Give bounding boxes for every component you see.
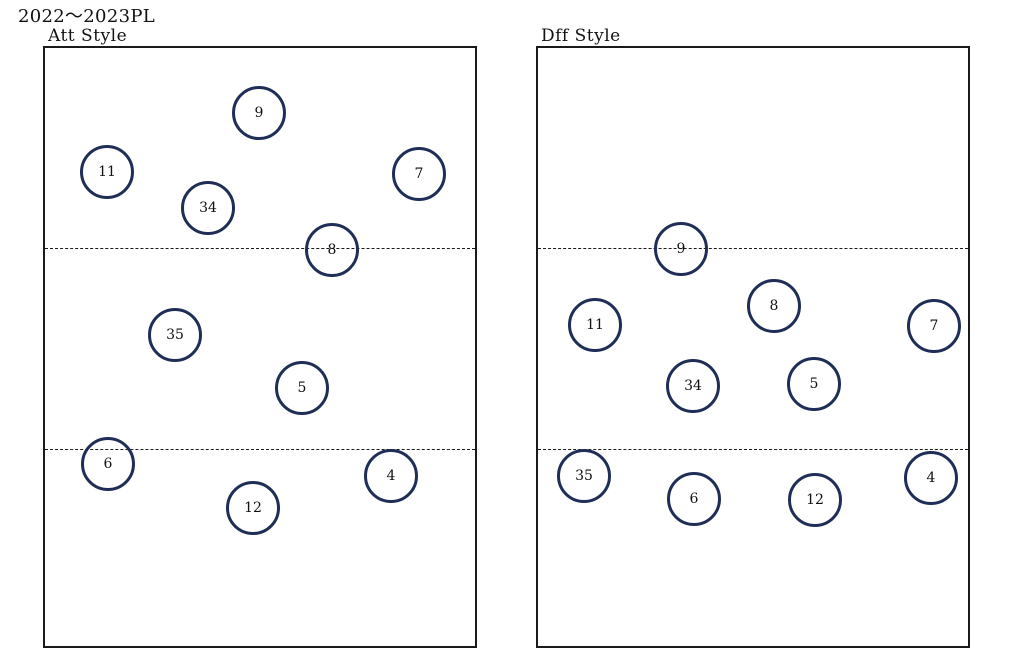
player-marker: 11 bbox=[568, 298, 622, 352]
att-style-label: Att Style bbox=[48, 26, 128, 46]
player-marker: 6 bbox=[81, 437, 135, 491]
player-marker: 12 bbox=[226, 481, 280, 535]
dff-style-label: Dff Style bbox=[541, 26, 621, 46]
player-marker: 8 bbox=[747, 279, 801, 333]
player-marker: 11 bbox=[80, 145, 134, 199]
player-marker: 5 bbox=[787, 357, 841, 411]
lower-zone-line bbox=[538, 449, 968, 450]
figure-title: 2022〜2023PL bbox=[18, 6, 155, 27]
player-marker: 5 bbox=[275, 361, 329, 415]
upper-zone-line bbox=[538, 248, 968, 249]
dff-style-pitch: 9 8 11 7 34 5 35 4 6 12 bbox=[536, 46, 970, 648]
att-style-pitch: 9 11 7 34 8 35 5 6 4 12 bbox=[43, 46, 477, 648]
player-marker: 7 bbox=[392, 147, 446, 201]
lower-zone-line bbox=[45, 449, 475, 450]
player-marker: 35 bbox=[148, 308, 202, 362]
player-marker: 4 bbox=[904, 451, 958, 505]
player-marker: 4 bbox=[364, 449, 418, 503]
player-marker: 12 bbox=[788, 473, 842, 527]
player-marker: 34 bbox=[666, 359, 720, 413]
player-marker: 35 bbox=[557, 449, 611, 503]
player-marker: 9 bbox=[232, 86, 286, 140]
player-marker: 9 bbox=[654, 222, 708, 276]
player-marker: 7 bbox=[907, 299, 961, 353]
player-marker: 6 bbox=[667, 472, 721, 526]
player-marker: 8 bbox=[305, 223, 359, 277]
upper-zone-line bbox=[45, 248, 475, 249]
player-marker: 34 bbox=[181, 181, 235, 235]
